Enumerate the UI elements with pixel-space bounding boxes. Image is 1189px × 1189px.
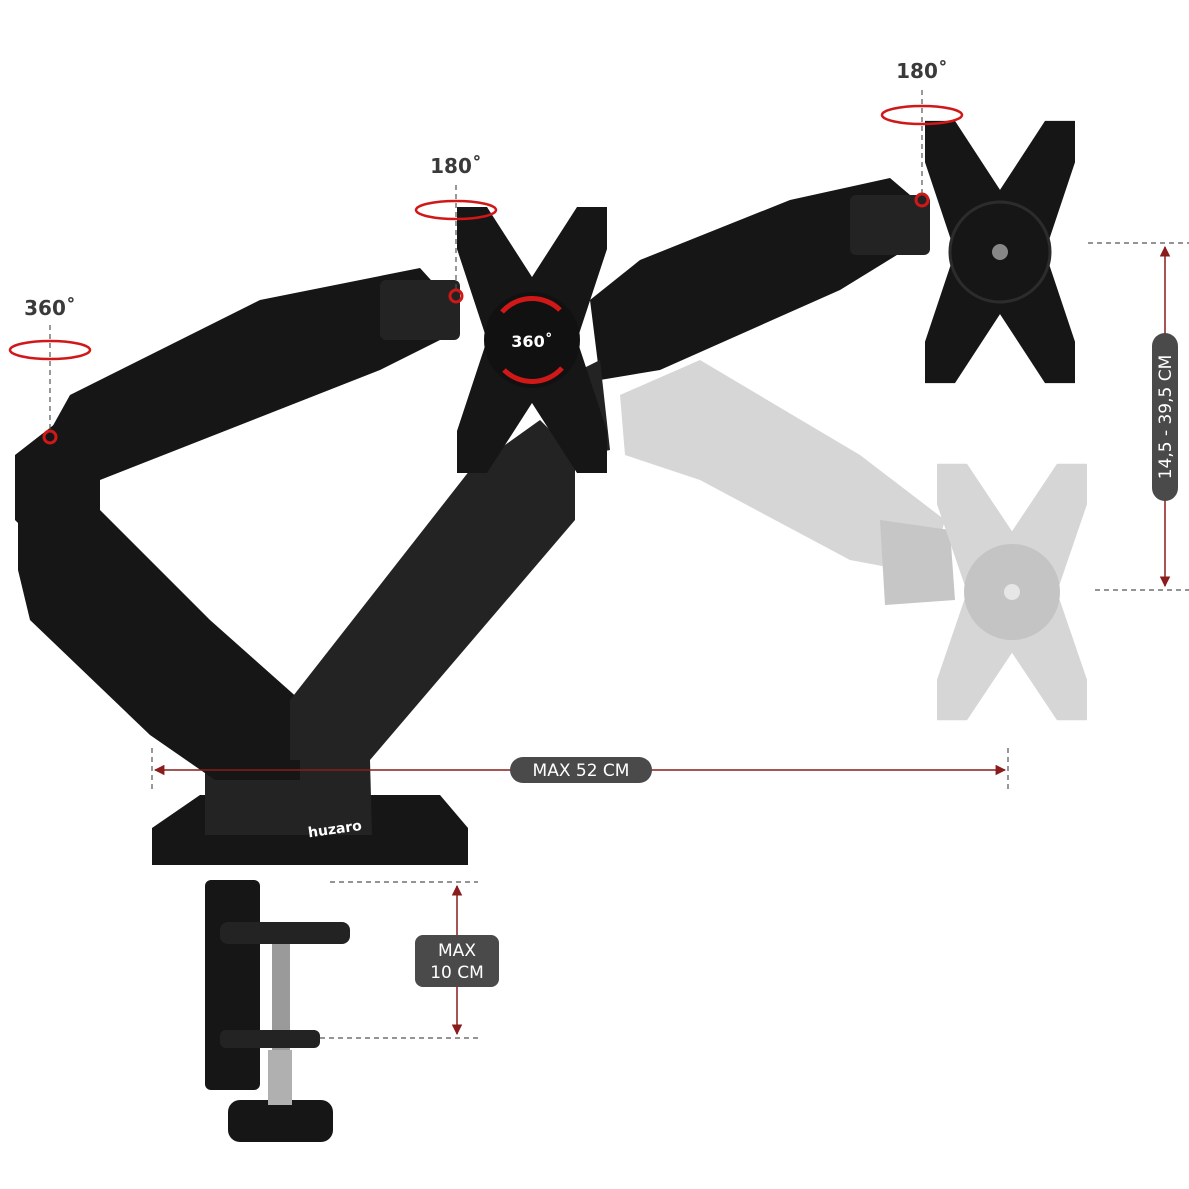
height-range-label: 14,5 - 39,5 CM	[1156, 355, 1176, 480]
clamp-label-line1: MAX	[438, 941, 476, 961]
pivot-marker	[448, 288, 464, 304]
rotation-indicator-middle: 180˚	[414, 154, 498, 290]
left-gas-spring-arm	[45, 268, 460, 480]
desk-clamp	[205, 880, 350, 1142]
reach-dimension: MAX 52 CM	[151, 748, 1009, 792]
right-vesa-plate	[925, 120, 1075, 384]
reach-label: MAX 52 CM	[533, 761, 630, 781]
base-plate: huzaro	[152, 760, 468, 865]
clamp-label-line2: 10 CM	[430, 963, 484, 983]
height-dimension: 14,5 - 39,5 CM	[1088, 242, 1189, 591]
rotate-arrow-icon	[500, 296, 562, 314]
ghost-vesa-plate	[937, 463, 1087, 721]
rotation-label-middle: 180˚	[430, 154, 482, 178]
rotate-arrow-icon	[414, 199, 498, 221]
rotation-label-left: 360˚	[24, 296, 76, 320]
rotation-indicator-right: 180˚	[880, 59, 964, 195]
rotate-arrow-icon	[8, 339, 92, 361]
pivot-marker	[42, 429, 58, 445]
left-vesa-plate: 360˚	[457, 207, 607, 473]
rotation-label-right: 180˚	[896, 59, 948, 83]
plate-rotation-label: 360˚	[511, 332, 552, 351]
ghost-arm-lowered-position	[620, 360, 1087, 721]
clamp-dimension: MAX 10 CM	[320, 881, 499, 1039]
brand-logo: huzaro	[307, 818, 363, 841]
rotate-arrow-icon	[880, 104, 964, 126]
rotate-arrow-icon	[502, 366, 564, 384]
rotation-indicator-left: 360˚	[8, 296, 92, 430]
